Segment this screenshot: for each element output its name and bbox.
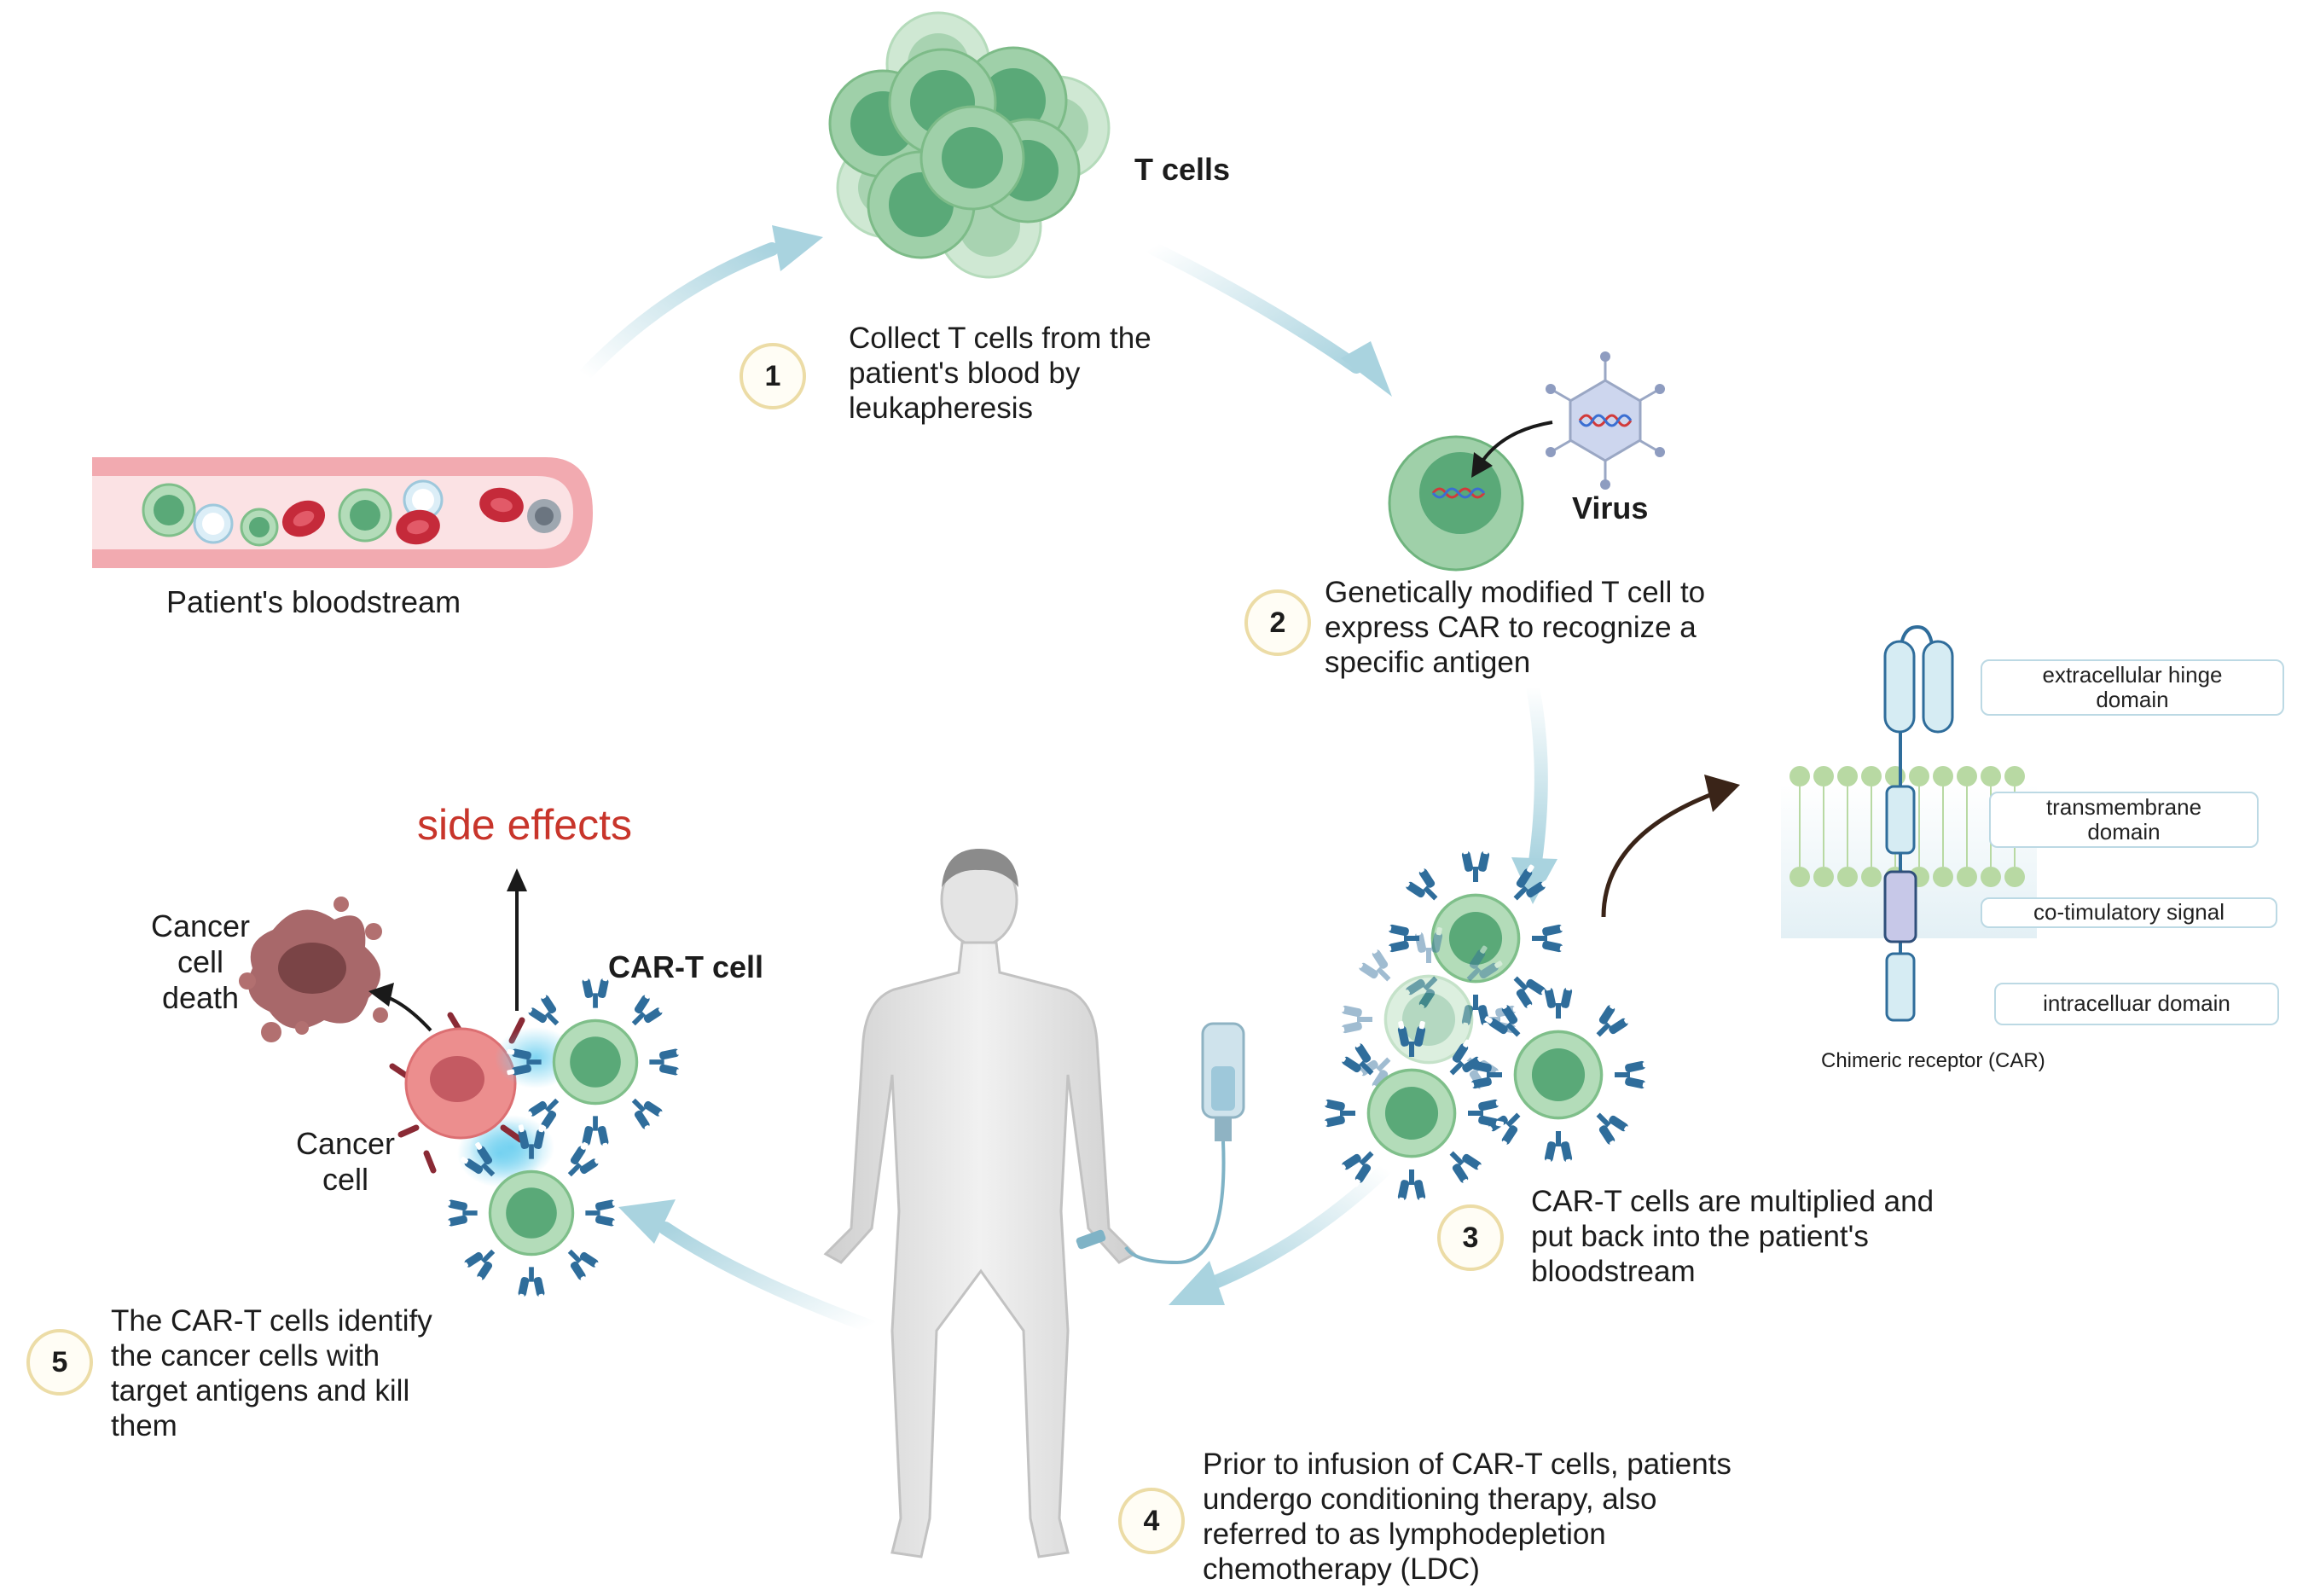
step-2-line: express CAR to recognize a — [1325, 610, 1697, 644]
patient-figure — [823, 849, 1245, 1558]
virus-label: Virus — [1572, 490, 1649, 525]
cancer-cell-death-label: Cancer cell death — [145, 908, 256, 1016]
bloodstream-label: Patient's bloodstream — [166, 584, 461, 619]
cancer-cell-death-line: cell — [177, 944, 224, 980]
car-t-cell-label: CAR-T cell — [608, 949, 764, 984]
step-1-line: leukapheresis — [849, 391, 1033, 425]
car-caption: Chimeric receptor (CAR) — [1821, 1049, 2045, 1072]
step-5-line: The CAR-T cells identify — [111, 1304, 432, 1338]
step-3-badge: 3 — [1437, 1204, 1504, 1271]
cancer-cell-death-icon — [239, 897, 388, 1042]
cycle-arrows — [577, 225, 1557, 1333]
step-5-badge: 5 — [26, 1329, 93, 1396]
step-1-badge: 1 — [740, 343, 806, 409]
step-4-line: Prior to infusion of CAR-T cells, patien… — [1203, 1448, 1731, 1481]
cancer-cell-label: Cancer cell — [281, 1126, 409, 1198]
car-t-cell-attack — [443, 973, 684, 1302]
step-5-line: the cancer cells with — [111, 1338, 380, 1373]
car-domain-box: transmembrane domain — [1989, 792, 2259, 848]
step-2-text: Genetically modified T cell to express C… — [1325, 576, 1705, 681]
cancer-cell-death-line: Cancer — [150, 908, 251, 943]
car-domain-box: extracellular hinge domain — [1981, 659, 2284, 716]
virus-icon — [1546, 351, 1665, 490]
step-4-badge: 4 — [1118, 1488, 1185, 1554]
step-1-line: Collect T cells from the — [849, 322, 1151, 355]
step-3-text: CAR-T cells are multiplied and put back … — [1531, 1185, 1934, 1290]
step-2-line: Genetically modified T cell to — [1325, 576, 1706, 609]
step-4-line: undergo conditioning therapy, also — [1203, 1482, 1657, 1516]
modified-t-cell — [1388, 421, 1553, 572]
cancer-cell-line: Cancer — [295, 1126, 396, 1161]
step-3-line: CAR-T cells are multiplied and — [1531, 1185, 1934, 1218]
step-3-line: bloodstream — [1531, 1254, 1696, 1288]
car-domain-box: co-timulatory signal — [1981, 897, 2277, 928]
step-4-text: Prior to infusion of CAR-T cells, patien… — [1203, 1448, 1731, 1587]
step-5-line: target antigens and kill — [111, 1373, 410, 1407]
step-3-line: put back into the patient's — [1531, 1219, 1869, 1253]
cancer-cell-death-line: death — [161, 980, 240, 1016]
blood-vessel — [92, 457, 593, 568]
step-2-line: specific antigen — [1325, 645, 1531, 679]
car-t-cell-group — [1320, 775, 1740, 1205]
step-4-line: chemotherapy (LDC) — [1203, 1552, 1480, 1586]
step-2-badge: 2 — [1244, 589, 1311, 656]
cancer-cell-line: cell — [322, 1162, 369, 1198]
t-cells-label: T cells — [1134, 152, 1231, 187]
car-domain-box: intracelluar domain — [1994, 983, 2279, 1025]
step-5-line: them — [111, 1408, 177, 1442]
t-cell-cluster — [828, 11, 1111, 279]
step-1-text: Collect T cells from the patient's blood… — [849, 322, 1151, 427]
step-4-line: referred to as lymphodepletion — [1203, 1517, 1606, 1551]
step-5-text: The CAR-T cells identify the cancer cell… — [111, 1304, 432, 1444]
side-effects-label: side effects — [417, 801, 633, 849]
step-1-line: patient's blood by — [849, 356, 1081, 390]
